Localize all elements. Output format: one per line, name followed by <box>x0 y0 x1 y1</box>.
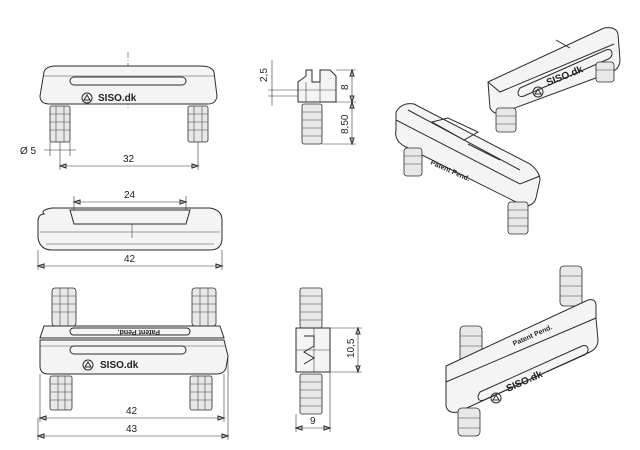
iso-double-peg-bottom <box>457 407 481 437</box>
dim-width-42-bottom: 42 <box>126 406 138 417</box>
top-view: 24 42 <box>36 190 224 270</box>
lower-peg-left <box>49 375 73 411</box>
double-side-peg-top <box>299 287 323 329</box>
lower-peg-right <box>189 375 213 411</box>
dim-height-8-50: 8,50 <box>340 114 351 134</box>
dim-diameter-5: Ø 5 <box>20 146 37 157</box>
side-view: 2,5 8 8,50 <box>259 60 356 146</box>
dim-width-42-top: 42 <box>124 254 136 265</box>
dim-width-43: 43 <box>126 424 138 435</box>
iso-large-peg-right <box>507 201 529 235</box>
peg-right <box>187 105 209 143</box>
upper-peg-left <box>51 287 77 327</box>
double-front-view: Patent Pend. SISO.dk 42 <box>36 287 230 440</box>
dim-width-9: 9 <box>310 416 316 427</box>
iso-large-peg-left <box>403 147 423 177</box>
peg-left <box>49 105 71 143</box>
iso-small-peg-top <box>595 61 615 83</box>
upper-peg-right <box>191 287 217 327</box>
dim-width-24: 24 <box>124 190 136 201</box>
iso-view-small: SISO.dk <box>487 27 621 133</box>
brand-text-double: SISO.dk <box>100 360 139 371</box>
double-side-peg-bottom <box>299 373 323 415</box>
patent-text-front: Patent Pend. <box>118 328 160 335</box>
dim-width-32: 32 <box>123 154 135 165</box>
dim-height-10-5: 10,5 <box>346 338 357 358</box>
dim-height-2-5: 2,5 <box>259 68 270 82</box>
dim-height-8: 8 <box>340 84 351 90</box>
front-view: SISO.dk Ø 5 32 <box>20 52 218 170</box>
iso-view-double: Patent Pend. SISO.dk <box>445 265 599 437</box>
side-peg <box>301 103 323 145</box>
double-side-view: 10,5 9 <box>294 287 362 432</box>
brand-text-front: SISO.dk <box>98 93 137 104</box>
iso-view-large: Patent Pend. <box>395 103 541 235</box>
iso-double-peg-top-right <box>559 265 583 307</box>
iso-small-peg-bottom <box>495 107 517 133</box>
